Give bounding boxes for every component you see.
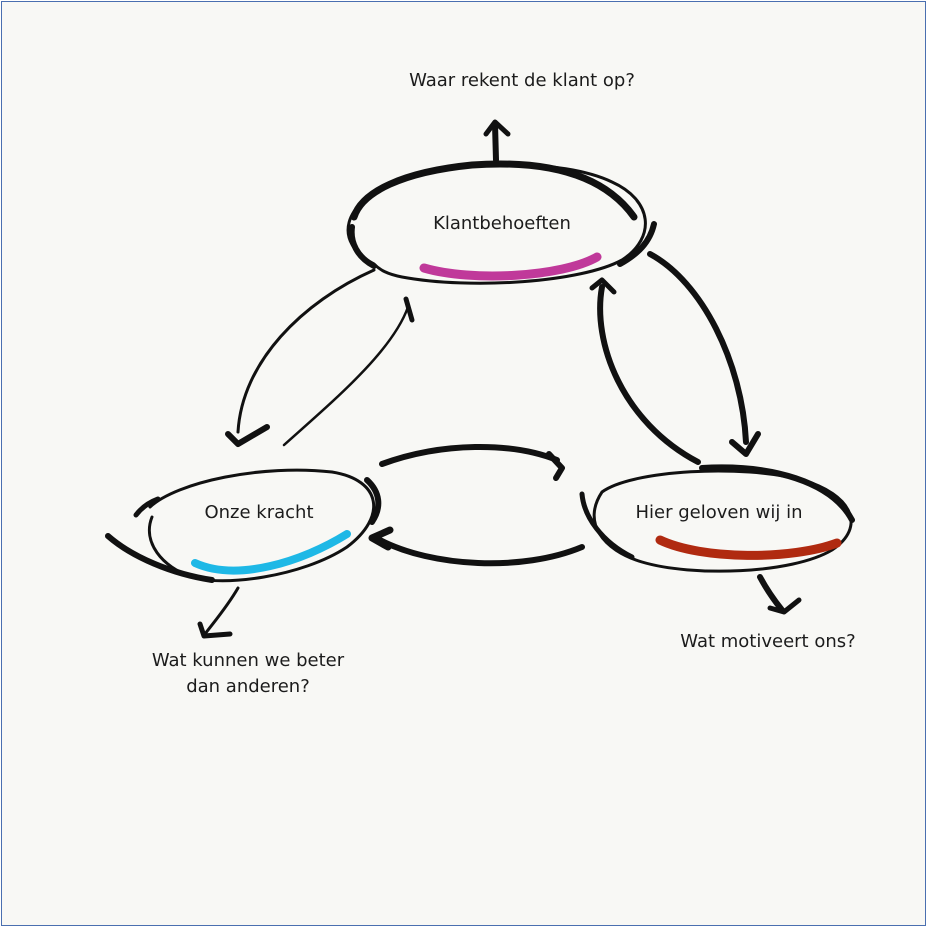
node-onze-kracht-label: Onze kracht <box>204 502 313 523</box>
node-onze-kracht-stroke-right <box>364 477 382 525</box>
node-onze-kracht-stroke-top <box>133 496 161 518</box>
question-klant: Waar rekent de klant op? <box>409 70 635 91</box>
node-hier-geloven-stroke-top <box>699 464 855 523</box>
node-klantbehoeften-stroke-left <box>348 224 377 269</box>
node-onze-kracht-stroke-left <box>105 533 215 583</box>
node-klantbehoeften-label: Klantbehoeften <box>433 213 571 234</box>
node-hier-geloven: Hier geloven wij in <box>579 464 855 573</box>
arrow-kracht-to-geloof <box>379 444 565 481</box>
node-hier-geloven-accent <box>655 535 842 560</box>
arrow-kracht-to-klant <box>282 296 415 447</box>
question-geloof: Wat motiveert ons? <box>680 631 855 652</box>
question-kracht-line1: Wat kunnen we beter <box>152 650 345 671</box>
arrow-geloof-to-klant <box>589 277 701 465</box>
arrow-klant-to-kracht <box>225 268 376 447</box>
node-hier-geloven-label: Hier geloven wij in <box>636 502 803 523</box>
arrow-klant-to-geloof <box>647 251 761 457</box>
node-klantbehoeften: Klantbehoeften <box>346 160 657 285</box>
node-hier-geloven-stroke-left <box>579 491 635 560</box>
node-klantbehoeften-accent <box>419 252 602 281</box>
arrow-kracht-down <box>197 586 240 639</box>
arrow-geloof-down <box>757 574 802 615</box>
question-kracht-line2: dan anderen? <box>186 676 310 697</box>
node-klantbehoeften-stroke-top <box>350 160 638 221</box>
arrow-klant-up <box>483 119 511 163</box>
node-onze-kracht-accent <box>191 530 351 575</box>
node-klantbehoeften-stroke-right <box>617 221 657 267</box>
node-onze-kracht: Onze kracht <box>105 468 382 583</box>
arrow-geloof-to-kracht <box>368 526 585 567</box>
